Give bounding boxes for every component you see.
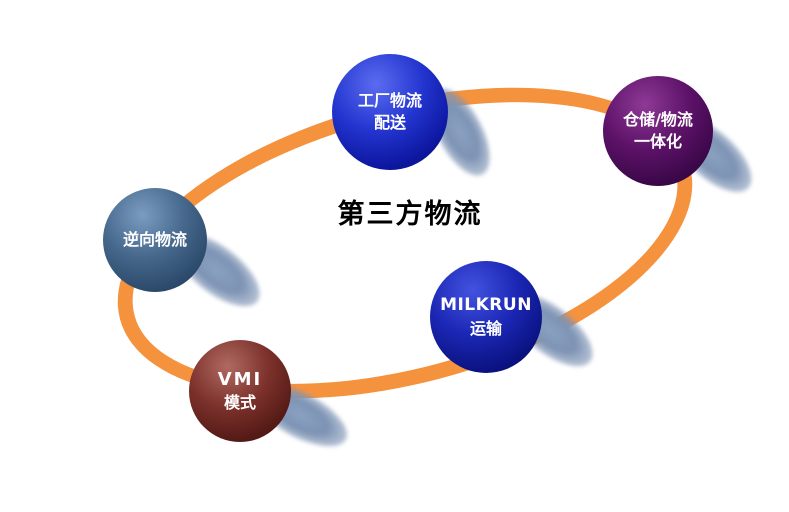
node-factory-distribution: 工厂物流 配送 xyxy=(332,54,448,170)
node-label: 仓储/物流 xyxy=(623,109,693,129)
node-milkrun-transport: MILKRUN 运输 xyxy=(430,261,542,373)
node-warehouse-logistics-integration: 仓储/物流 一体化 xyxy=(603,76,713,186)
node-label: 一体化 xyxy=(633,132,682,151)
node-label: MILKRUN xyxy=(440,294,532,315)
node-label: VMI xyxy=(217,369,263,391)
node-label: 配送 xyxy=(373,113,406,132)
diagram-title: 第三方物流 xyxy=(337,199,483,230)
node-label: 工厂物流 xyxy=(357,90,422,110)
node-label: 运输 xyxy=(469,318,502,338)
node-label: 逆向物流 xyxy=(122,229,187,249)
node-vmi-model: VMI 模式 xyxy=(189,340,291,442)
node-label: 模式 xyxy=(223,393,256,413)
node-reverse-logistics: 逆向物流 xyxy=(103,188,207,292)
